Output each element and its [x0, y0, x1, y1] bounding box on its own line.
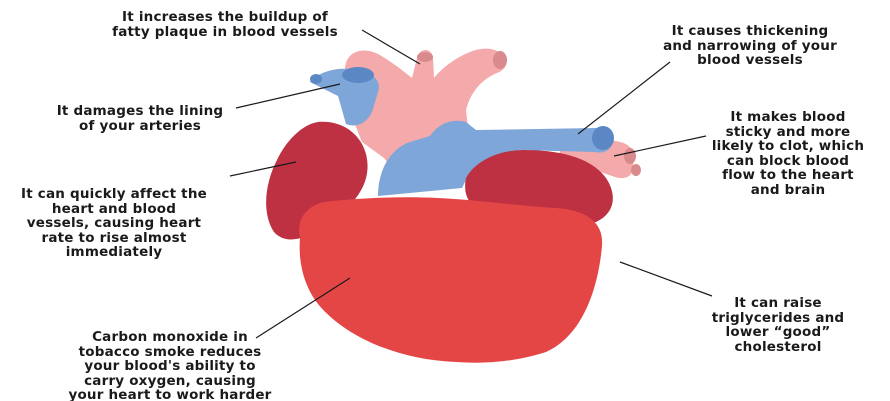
label-sticky-blood: It makes blood sticky and more likely to…: [688, 110, 888, 197]
ventricles: [299, 197, 602, 362]
label-artery-lining: It damages the lining of your arteries: [40, 104, 240, 133]
label-heart-rate: It can quickly affect the heart and bloo…: [0, 187, 228, 260]
leader-line-lining: [236, 84, 340, 108]
leader-line-triglycerides: [620, 262, 712, 296]
label-carbon-monoxide: Carbon monoxide in tobacco smoke reduces…: [44, 330, 296, 401]
vena-cava-opening: [342, 67, 374, 83]
label-vessel-thickening: It causes thickening and narrowing of yo…: [640, 24, 860, 68]
leader-line-thickening: [578, 62, 670, 134]
label-triglycerides: It can raise triglycerides and lower “go…: [688, 296, 868, 354]
pulmonary-vein-end-lower: [631, 164, 641, 176]
aortic-branch-end: [417, 52, 433, 62]
label-plaque-buildup: It increases the buildup of fatty plaque…: [80, 10, 370, 39]
vena-cava-branch-opening: [310, 74, 322, 84]
aortic-branch-end-right: [493, 51, 507, 69]
pulmonary-vein-end: [624, 148, 636, 164]
superior-vena-cava: [310, 67, 379, 126]
pulmonary-artery-opening: [592, 126, 614, 150]
